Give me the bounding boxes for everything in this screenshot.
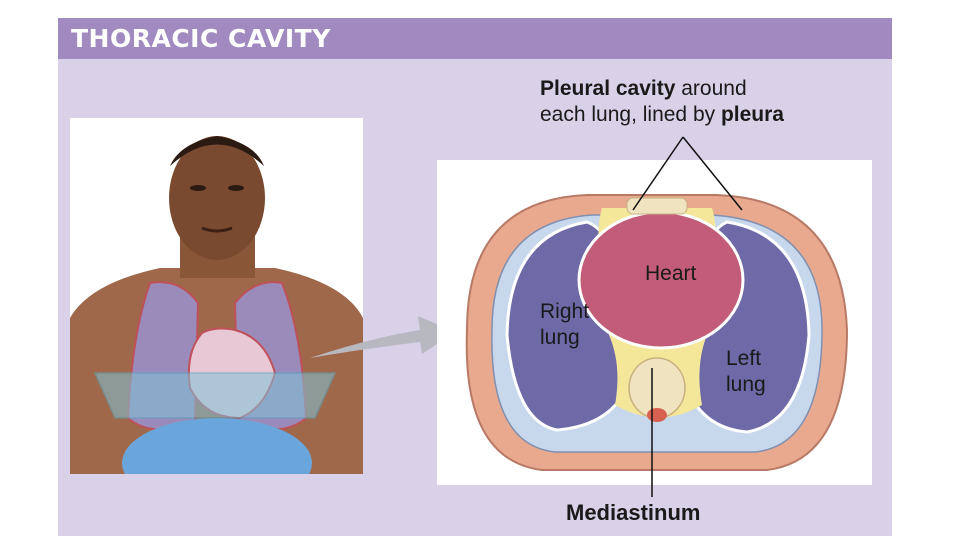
heart-label: Heart — [645, 262, 697, 285]
title-bar: THORACIC CAVITY — [58, 18, 892, 59]
pleural-cavity-label: Pleural cavity around each lung, lined b… — [540, 77, 784, 126]
torso-panel — [70, 118, 363, 474]
slide-title: THORACIC CAVITY — [71, 24, 331, 53]
arrow-icon — [310, 316, 455, 358]
mediastinum-label: Mediastinum — [566, 500, 701, 525]
torso-illustration — [70, 136, 363, 474]
cross-section-panel — [437, 160, 872, 485]
cross-section-illustration — [465, 194, 849, 471]
